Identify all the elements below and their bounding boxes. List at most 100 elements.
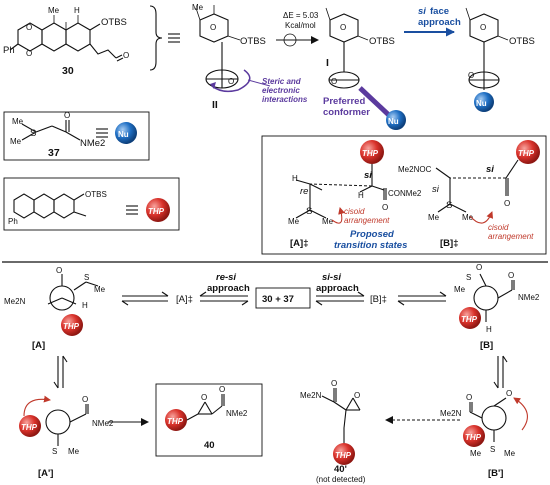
steric-pointer bbox=[247, 79, 271, 87]
ts-a-bracket-label: [A]‡ bbox=[176, 294, 193, 305]
approach-label: approach bbox=[316, 283, 359, 294]
epoxide-40p-structure bbox=[321, 388, 361, 446]
product-40-label: 40 bbox=[204, 440, 215, 451]
ylide-37-box bbox=[3, 111, 150, 161]
methyl-label: Me bbox=[12, 117, 24, 126]
otbs-label: OTBS bbox=[369, 36, 395, 47]
ylide-37-label: 37 bbox=[48, 147, 60, 159]
ts-b-label: [B]‡ bbox=[440, 238, 458, 249]
ts-si-face-label: si bbox=[364, 170, 372, 181]
conformer-i-structure bbox=[325, 7, 369, 89]
ring-oxygen-label: O bbox=[210, 23, 216, 32]
carbonyl-oxygen-label: O bbox=[219, 385, 225, 394]
epoxide-oxygen-label: O bbox=[354, 391, 360, 400]
thp-badge-label: THP bbox=[518, 149, 535, 158]
steric-label-line2: electronic bbox=[262, 86, 300, 95]
methyl-label: Me bbox=[288, 217, 300, 226]
me2n-label: Me2N bbox=[4, 297, 26, 306]
me2n-label: Me2N bbox=[300, 391, 322, 400]
nu-badge-label: Nu bbox=[388, 117, 399, 126]
carbonyl-oxygen-label: O bbox=[64, 111, 70, 120]
cisoid-label-line1: cisoid bbox=[488, 223, 509, 232]
thp-badge-label: THP bbox=[21, 423, 38, 432]
nu-badge-label: Nu bbox=[118, 130, 129, 139]
rotation-arrowhead bbox=[210, 82, 216, 89]
ts-si-face-label: si bbox=[486, 164, 494, 175]
aldehyde-oxygen-label: O bbox=[228, 77, 234, 86]
ts-b-structure bbox=[435, 159, 519, 213]
si-face-label: si bbox=[418, 6, 426, 17]
thp-badge bbox=[333, 443, 355, 465]
hydrogen-label: H bbox=[82, 301, 88, 310]
methyl-label: Me bbox=[322, 217, 334, 226]
thp-badge-label: THP bbox=[362, 149, 379, 158]
transition-states-box bbox=[261, 135, 547, 255]
delta-e-value: ΔE = 5.03 bbox=[283, 11, 319, 20]
equivalence-sign bbox=[168, 33, 180, 43]
newman-a-prime-label: [A'] bbox=[38, 468, 53, 479]
nme2-label: NMe2 bbox=[92, 419, 114, 428]
carbonyl-oxygen-label: O bbox=[504, 199, 510, 208]
nme2-label: NMe2 bbox=[518, 293, 540, 302]
nu-badge bbox=[474, 92, 494, 112]
preferred-label-line2: conformer bbox=[323, 107, 370, 118]
thp-badge-label: THP bbox=[167, 417, 184, 426]
thp-badge-label: THP bbox=[461, 315, 478, 324]
newman-b bbox=[473, 285, 499, 311]
ring-oxygen-label: O bbox=[26, 23, 32, 32]
aldehyde-oxygen-label: O bbox=[123, 51, 129, 60]
thp-badge-label: THP bbox=[465, 433, 482, 442]
methyl-label: Me bbox=[48, 6, 60, 15]
cisoid-arrow bbox=[469, 211, 494, 224]
si-si-label: si-si bbox=[322, 272, 341, 283]
thp-badge bbox=[459, 307, 481, 329]
equilibrium-arrow bbox=[397, 291, 447, 306]
phenyl-label: Ph bbox=[3, 45, 15, 56]
carbonyl-oxygen-label: O bbox=[382, 203, 388, 212]
ts-b-bracket-label: [B]‡ bbox=[370, 294, 387, 305]
nme2-label: NMe2 bbox=[80, 138, 105, 149]
brace bbox=[149, 5, 163, 71]
oxygen-label: O bbox=[506, 389, 512, 398]
ts-re-face-label: re bbox=[300, 186, 308, 197]
cisoid-arrow bbox=[331, 207, 345, 224]
proposed-label-line1: Proposed bbox=[350, 229, 394, 240]
methyl-label: Me bbox=[428, 213, 440, 222]
epoxide-oxygen-label: O bbox=[201, 393, 207, 402]
compound-30-structure bbox=[9, 15, 124, 62]
nme2-label: NMe2 bbox=[226, 409, 248, 418]
methyl-label: Me bbox=[10, 137, 22, 146]
rotation-symbol bbox=[283, 33, 297, 47]
thp-structure bbox=[13, 193, 87, 219]
thp-badge bbox=[146, 198, 170, 222]
carbonyl-oxygen-label: O bbox=[82, 395, 88, 404]
cisoid-label-line1: cisoid bbox=[344, 207, 365, 216]
ring-oxygen-label: O bbox=[480, 23, 486, 32]
methyl-label: Me bbox=[470, 449, 482, 458]
nu-badge bbox=[115, 122, 137, 144]
sulfur-label: S bbox=[52, 447, 57, 456]
epoxide-40-structure bbox=[186, 394, 225, 421]
preferred-label-line1: Preferred bbox=[323, 96, 365, 107]
thp-badge bbox=[61, 314, 83, 336]
otbs-label: OTBS bbox=[240, 36, 266, 47]
sulfur-label: S bbox=[30, 128, 36, 139]
oxygen-label: O bbox=[476, 263, 482, 272]
oxygen-label: O bbox=[56, 266, 62, 275]
not-detected-label: (not detected) bbox=[316, 475, 366, 484]
thp-badge bbox=[360, 140, 384, 164]
ring-oxygen-label: O bbox=[340, 23, 346, 32]
equilibrium-arrow-vertical bbox=[53, 355, 68, 389]
thp-definition-box bbox=[3, 177, 180, 231]
reactants-box bbox=[255, 287, 311, 309]
conformer-ii-label: II bbox=[212, 99, 218, 111]
hydrogen-label: H bbox=[486, 325, 492, 334]
methyl-label: Me bbox=[68, 447, 80, 456]
nu-badge-label: Nu bbox=[476, 99, 487, 108]
energy-units: Kcal/mol bbox=[285, 21, 316, 30]
face-label: face bbox=[430, 6, 449, 17]
carbonyl-oxygen-label: O bbox=[508, 271, 514, 280]
hydrogen-label: H bbox=[292, 174, 298, 183]
sulfur-label: S bbox=[306, 206, 312, 217]
cisoid-arrow bbox=[23, 395, 51, 417]
